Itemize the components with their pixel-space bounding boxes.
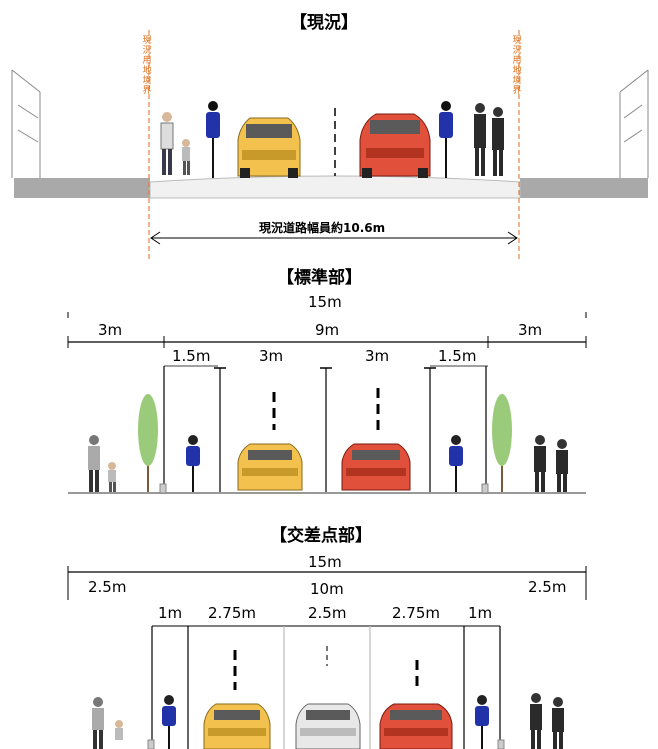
standard-pedestrian-left-icon (88, 435, 116, 492)
left-building (11, 69, 41, 178)
standard-bike-right: 1.5m (438, 347, 477, 365)
intersection-lane-left: 2.75m (208, 604, 257, 622)
current-width-label: 現況道路幅員約10.6m (255, 219, 390, 236)
intersection-carriage-width: 10m (310, 580, 344, 598)
standard-red-car-icon (341, 443, 411, 491)
cyclist-left-icon (206, 101, 220, 178)
intersection-lane-lines (151, 626, 501, 749)
standard-lane-left: 3m (259, 347, 284, 365)
yellow-car-icon (237, 117, 301, 178)
right-building (619, 69, 649, 178)
intersection-pedestrian-right-icon (530, 693, 564, 749)
intersection-lane-center: 2.5m (308, 604, 347, 622)
current-title: 【現況】 (290, 13, 358, 33)
pedestrian-left-icon (160, 112, 174, 175)
standard-pedestrian-right-icon (534, 435, 568, 492)
boundary-label-right: 現況用地境界 (512, 36, 522, 96)
standard-yellow-car-icon (237, 443, 303, 491)
intersection-total-width: 15m (308, 553, 342, 571)
left-ground (14, 178, 150, 198)
intersection-white-car-icon (295, 703, 361, 749)
intersection-bike-left: 1m (158, 604, 183, 622)
intersection-red-car-icon (379, 703, 453, 749)
standard-total-width: 15m (308, 293, 342, 311)
tree-left-icon (138, 394, 158, 492)
red-car-icon (359, 113, 431, 178)
child-left-icon (182, 139, 190, 175)
intersection-cyclist-left-icon (162, 695, 176, 749)
standard-lane-lines (163, 366, 487, 492)
standard-carriage-width: 9m (315, 321, 340, 339)
standard-lane-right: 3m (365, 347, 390, 365)
pedestrian-right-icon (474, 103, 504, 176)
cyclist-right-icon (439, 101, 453, 178)
standard-cyclist-right-icon (449, 435, 463, 492)
standard-bike-left: 1.5m (172, 347, 211, 365)
intersection-bike-right: 1m (468, 604, 493, 622)
standard-sidewalk-left: 3m (98, 321, 123, 339)
intersection-lane-right: 2.75m (392, 604, 441, 622)
right-ground (520, 178, 648, 198)
standard-title: 【標準部】 (277, 268, 362, 288)
intersection-title: 【交差点部】 (270, 526, 372, 546)
standard-sidewalk-right: 3m (518, 321, 543, 339)
tree-right-icon (492, 394, 512, 492)
standard-cyclist-left-icon (186, 435, 200, 492)
intersection-yellow-car-icon (203, 703, 271, 749)
boundary-label-left: 現況用地境界 (142, 36, 152, 96)
intersection-pedestrian-left-icon (92, 697, 123, 749)
intersection-cyclist-right-icon (475, 695, 489, 749)
intersection-sidewalk-left: 2.5m (88, 578, 127, 596)
intersection-sidewalk-right: 2.5m (528, 578, 567, 596)
